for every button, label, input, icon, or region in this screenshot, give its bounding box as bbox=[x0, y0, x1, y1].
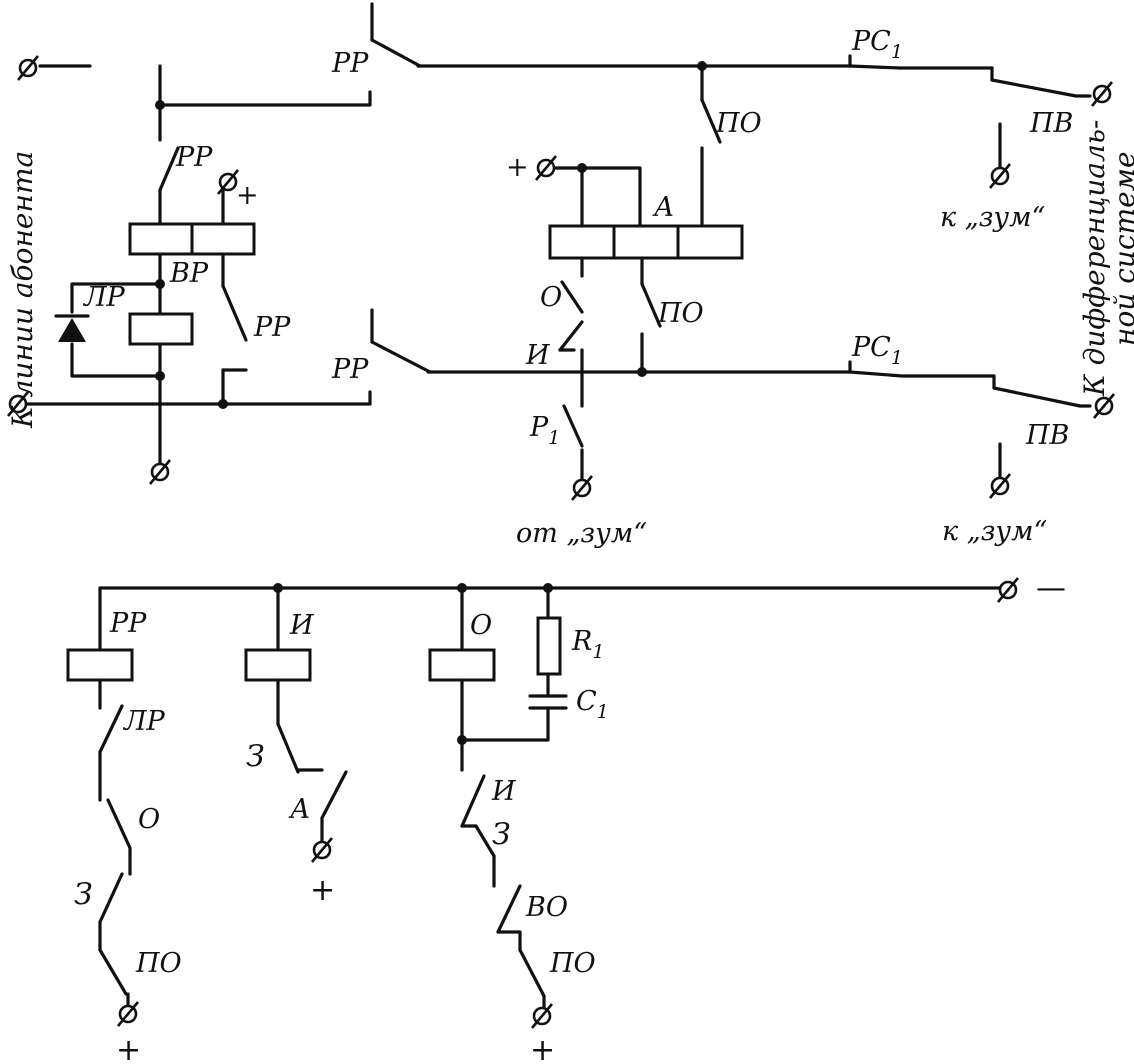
label-zum-bot: к „зум“ bbox=[942, 516, 1047, 547]
label-from-zum: от „зум“ bbox=[516, 518, 647, 549]
label-plus-b2: + bbox=[310, 873, 335, 908]
label-i-contact: И bbox=[525, 340, 550, 371]
label-po-top: ПО bbox=[715, 108, 762, 139]
node-dot bbox=[457, 583, 467, 593]
terminal-right-bottom bbox=[1093, 393, 1115, 419]
po-contact bbox=[700, 98, 722, 144]
lower-circuit bbox=[66, 586, 1002, 1010]
label-rr-lower: РР bbox=[331, 354, 369, 385]
o-contact bbox=[560, 280, 584, 314]
label-o-coil: О bbox=[470, 610, 492, 641]
label-left-side: К линии абонента bbox=[6, 151, 39, 429]
node-dot bbox=[273, 583, 283, 593]
label-lr: ЛР bbox=[82, 282, 126, 313]
terminal-minus bbox=[997, 577, 1019, 603]
label-i-coil: И bbox=[289, 610, 314, 641]
label-c1: C1 bbox=[576, 686, 609, 723]
label-pc1-bot: РС1 bbox=[851, 332, 903, 369]
top-line bbox=[370, 2, 1092, 177]
node-dot bbox=[457, 735, 467, 745]
label-rr-coil: РР bbox=[109, 608, 147, 639]
label-vr: ВР bbox=[169, 258, 209, 289]
label-right-side-1: К дифференциаль- bbox=[1078, 120, 1111, 398]
terminal-zum-bottom bbox=[989, 473, 1011, 499]
label-plus-b1: + bbox=[116, 1033, 141, 1064]
label-z1: З bbox=[74, 877, 93, 912]
po-contact-mid bbox=[640, 282, 662, 328]
label-i2: И bbox=[491, 776, 516, 807]
label-z2: З bbox=[246, 739, 265, 774]
node-dot bbox=[155, 371, 165, 381]
label-plus-b3: + bbox=[530, 1033, 555, 1064]
label-right-side-2: ной системе bbox=[1108, 151, 1134, 346]
node-dot bbox=[543, 583, 553, 593]
terminal-plus-mid bbox=[535, 155, 557, 181]
label-rr-mid: РР bbox=[175, 142, 213, 173]
label-po3: ПО bbox=[135, 948, 182, 979]
label-plus-mid: + bbox=[506, 152, 529, 183]
label-zum-top: к „зум“ bbox=[940, 202, 1045, 233]
terminal-right-top bbox=[1091, 81, 1113, 107]
label-rr-top: РР bbox=[331, 48, 369, 79]
terminal-plus-b2 bbox=[311, 837, 333, 863]
label-pv-top: ПВ bbox=[1029, 108, 1073, 139]
label-lr2: ЛР bbox=[122, 706, 166, 737]
label-vo: ВО bbox=[525, 892, 568, 923]
label-o-contact: О bbox=[540, 282, 562, 313]
terminal-left-bottom bbox=[7, 391, 29, 417]
terminal-plus-b1 bbox=[117, 1001, 139, 1027]
node-dot bbox=[218, 399, 228, 409]
label-a-relay: А bbox=[652, 192, 674, 223]
terminal-plus-b3 bbox=[531, 1003, 553, 1029]
label-pv-bot: ПВ bbox=[1025, 420, 1069, 451]
label-po4: ПО bbox=[549, 948, 596, 979]
node-dot bbox=[577, 163, 587, 173]
bottom-line bbox=[370, 308, 1092, 484]
label-o2: О bbox=[138, 804, 160, 835]
terminal-ground bbox=[149, 459, 171, 485]
label-pc1-top: РС1 bbox=[851, 26, 903, 63]
label-minus: — bbox=[1036, 571, 1066, 606]
terminal-plus-top bbox=[217, 169, 239, 195]
label-r1: R1 bbox=[571, 626, 604, 663]
relay-a bbox=[548, 166, 744, 260]
label-a2: А bbox=[288, 794, 310, 825]
label-plus-top: + bbox=[236, 180, 259, 211]
terminal-from-zum bbox=[571, 475, 593, 501]
node-dot bbox=[155, 279, 165, 289]
terminal-left-top bbox=[17, 55, 39, 81]
node-dot bbox=[637, 367, 647, 377]
label-z3: З bbox=[492, 817, 511, 852]
label-p1: Р1 bbox=[529, 412, 560, 449]
label-rr-right: РР bbox=[253, 312, 291, 343]
terminal-zum-top bbox=[989, 163, 1011, 189]
label-po-mid: ПО bbox=[657, 298, 704, 329]
p1-contact bbox=[562, 404, 584, 448]
i-contact bbox=[558, 320, 584, 352]
